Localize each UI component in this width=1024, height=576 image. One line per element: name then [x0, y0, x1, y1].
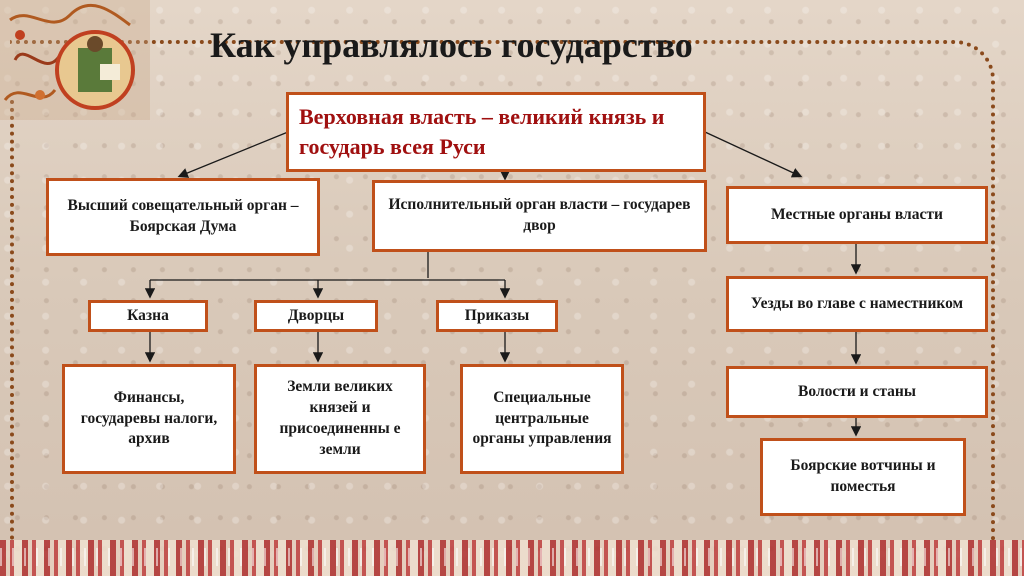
box-lands: Земли великих князей и присоединенны е з…: [254, 364, 426, 474]
box-special-organs: Специальные центральные органы управлени…: [460, 364, 624, 474]
box-supreme-power: Верховная власть – великий князь и госуд…: [286, 92, 706, 172]
box-uezdy: Уезды во главе с наместником: [726, 276, 988, 332]
arrow-supreme-duma: [177, 131, 289, 178]
bottom-ornament-stitch: [0, 548, 1024, 566]
box-kazna: Казна: [88, 300, 208, 332]
box-local-organs: Местные органы власти: [726, 186, 988, 244]
box-prikazy: Приказы: [436, 300, 558, 332]
dotted-frame-left: [10, 100, 14, 540]
box-votchiny: Боярские вотчины и поместья: [760, 438, 966, 516]
box-boyar-duma: Высший совещательный орган – Боярская Ду…: [46, 178, 320, 256]
arrow-supreme-local: [704, 131, 803, 178]
box-executive: Исполнительный орган власти – государев …: [372, 180, 707, 252]
page-title: Как управлялось государство: [210, 25, 693, 65]
ornament-icon: [0, 0, 150, 120]
box-dvortsy: Дворцы: [254, 300, 378, 332]
box-volosti: Волости и станы: [726, 366, 988, 418]
box-finance: Финансы, государевы налоги, архив: [62, 364, 236, 474]
dotted-frame: [10, 40, 995, 540]
